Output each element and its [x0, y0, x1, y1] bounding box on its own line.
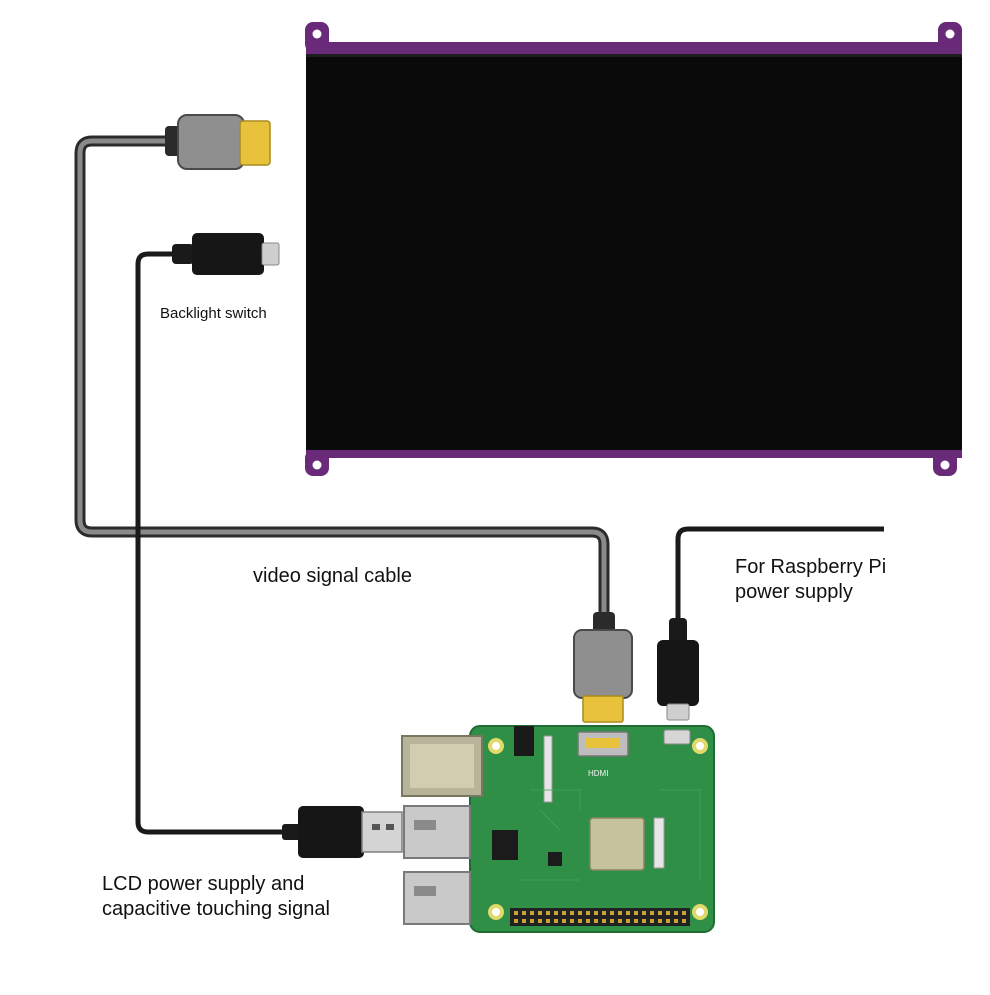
board-hdmi-print: HDMI	[588, 769, 608, 778]
micro-usb-connector-icon	[657, 618, 699, 721]
mount-hole	[945, 29, 955, 39]
backlight-switch-label: Backlight switch	[160, 305, 267, 322]
micro-usb-connector-icon	[172, 233, 280, 275]
raspberry-pi-board: HDMI	[469, 725, 715, 933]
usb-a-connector-icon	[282, 806, 403, 858]
lcd-power-cable	[135, 251, 300, 835]
lcd-power-touch-label-line2: capacitive touching signal	[102, 898, 330, 920]
mount-hole	[312, 29, 322, 39]
raspberry-pi-power-label-line2: power supply	[735, 581, 853, 603]
soc-chip	[589, 817, 645, 871]
lcd-power-touch-label: LCD power supply and capacitive touching…	[102, 872, 330, 922]
pi-power-cable	[675, 526, 884, 622]
lcd-power-touch-label-line1: LCD power supply and	[102, 873, 305, 895]
lcd-screen	[306, 54, 962, 450]
video-signal-cable-label: video signal cable	[253, 565, 412, 587]
mount-hole	[940, 460, 950, 470]
ethernet-port	[401, 735, 483, 797]
hdmi-connector-icon	[573, 612, 633, 723]
mount-hole	[312, 460, 322, 470]
hdmi-connector-icon	[165, 114, 271, 170]
usb-ports	[403, 805, 471, 925]
raspberry-pi-power-label-line1: For Raspberry Pi	[735, 556, 887, 578]
video-signal-cable-inner	[77, 138, 607, 625]
board-micro-usb-socket	[663, 729, 691, 745]
raspberry-pi-power-label: For Raspberry Pi power supply	[735, 555, 886, 605]
lcd-panel	[305, 22, 962, 476]
screen-edge	[306, 54, 962, 57]
